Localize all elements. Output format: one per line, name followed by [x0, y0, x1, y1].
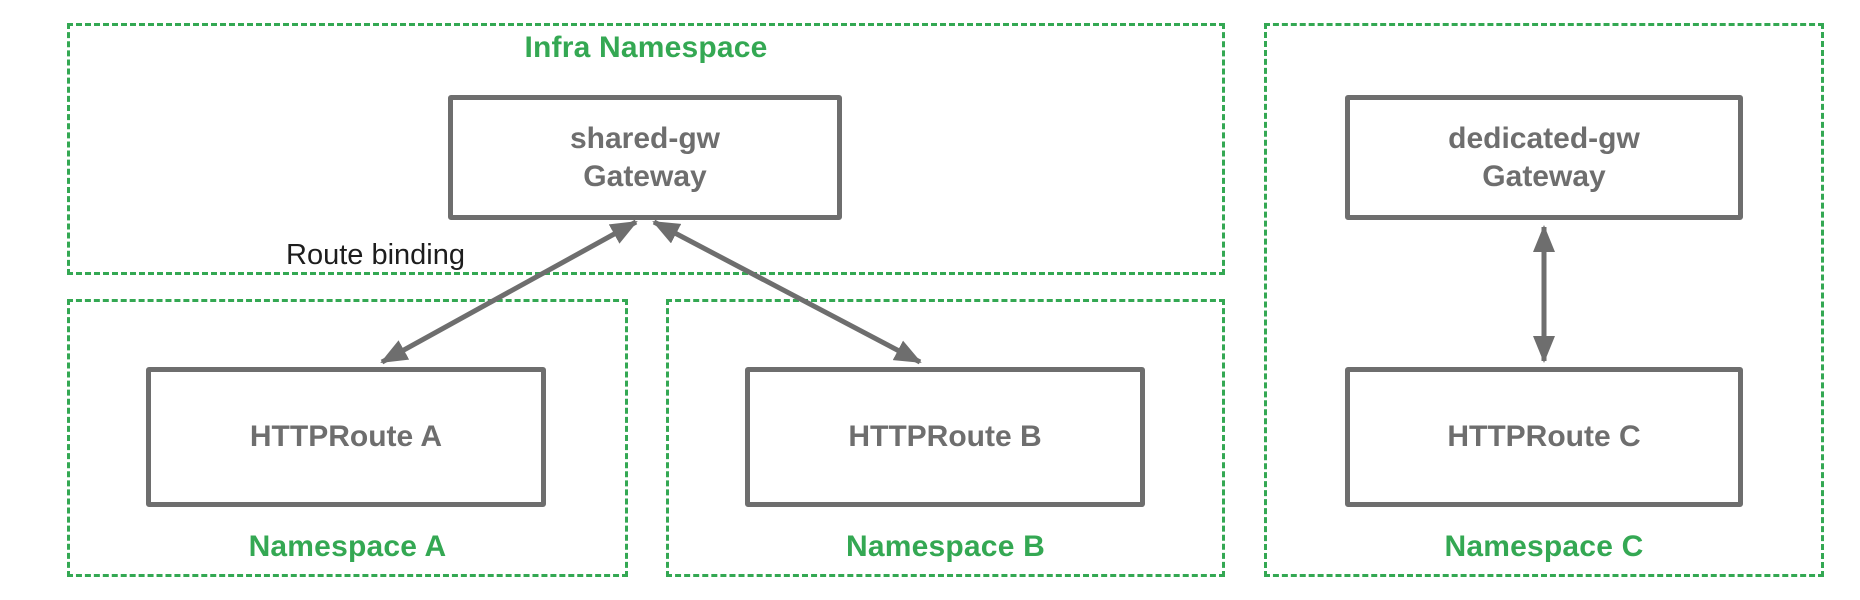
route-binding-label: Route binding	[286, 239, 465, 271]
httproute-a-label: HTTPRoute A	[249, 420, 443, 453]
namespace-a-boundary: Namespace A	[67, 299, 628, 577]
infra-namespace-boundary: Infra Namespace	[67, 23, 1225, 275]
dedicated-gateway-name: dedicated-gw	[1448, 121, 1640, 155]
dedicated-gateway-kind: Gateway	[1482, 159, 1606, 193]
dedicated-gateway-node: dedicated-gw Gateway	[1345, 95, 1743, 220]
namespace-a-label: Namespace A	[248, 530, 447, 563]
namespace-b-boundary: Namespace B	[666, 299, 1225, 577]
shared-gateway-kind: Gateway	[583, 159, 707, 193]
httproute-c-node: HTTPRoute C	[1345, 367, 1743, 507]
httproute-a-node: HTTPRoute A	[146, 367, 546, 507]
httproute-b-label: HTTPRoute B	[848, 420, 1042, 453]
namespace-c-boundary: Namespace C	[1264, 23, 1824, 577]
namespace-b-label: Namespace B	[846, 530, 1045, 563]
infra-namespace-label: Infra Namespace	[524, 31, 768, 64]
shared-gateway-node: shared-gw Gateway	[448, 95, 842, 220]
namespace-c-label: Namespace C	[1444, 530, 1644, 563]
httproute-b-node: HTTPRoute B	[745, 367, 1145, 507]
shared-gateway-name: shared-gw	[569, 121, 721, 155]
httproute-c-label: HTTPRoute C	[1447, 420, 1641, 453]
